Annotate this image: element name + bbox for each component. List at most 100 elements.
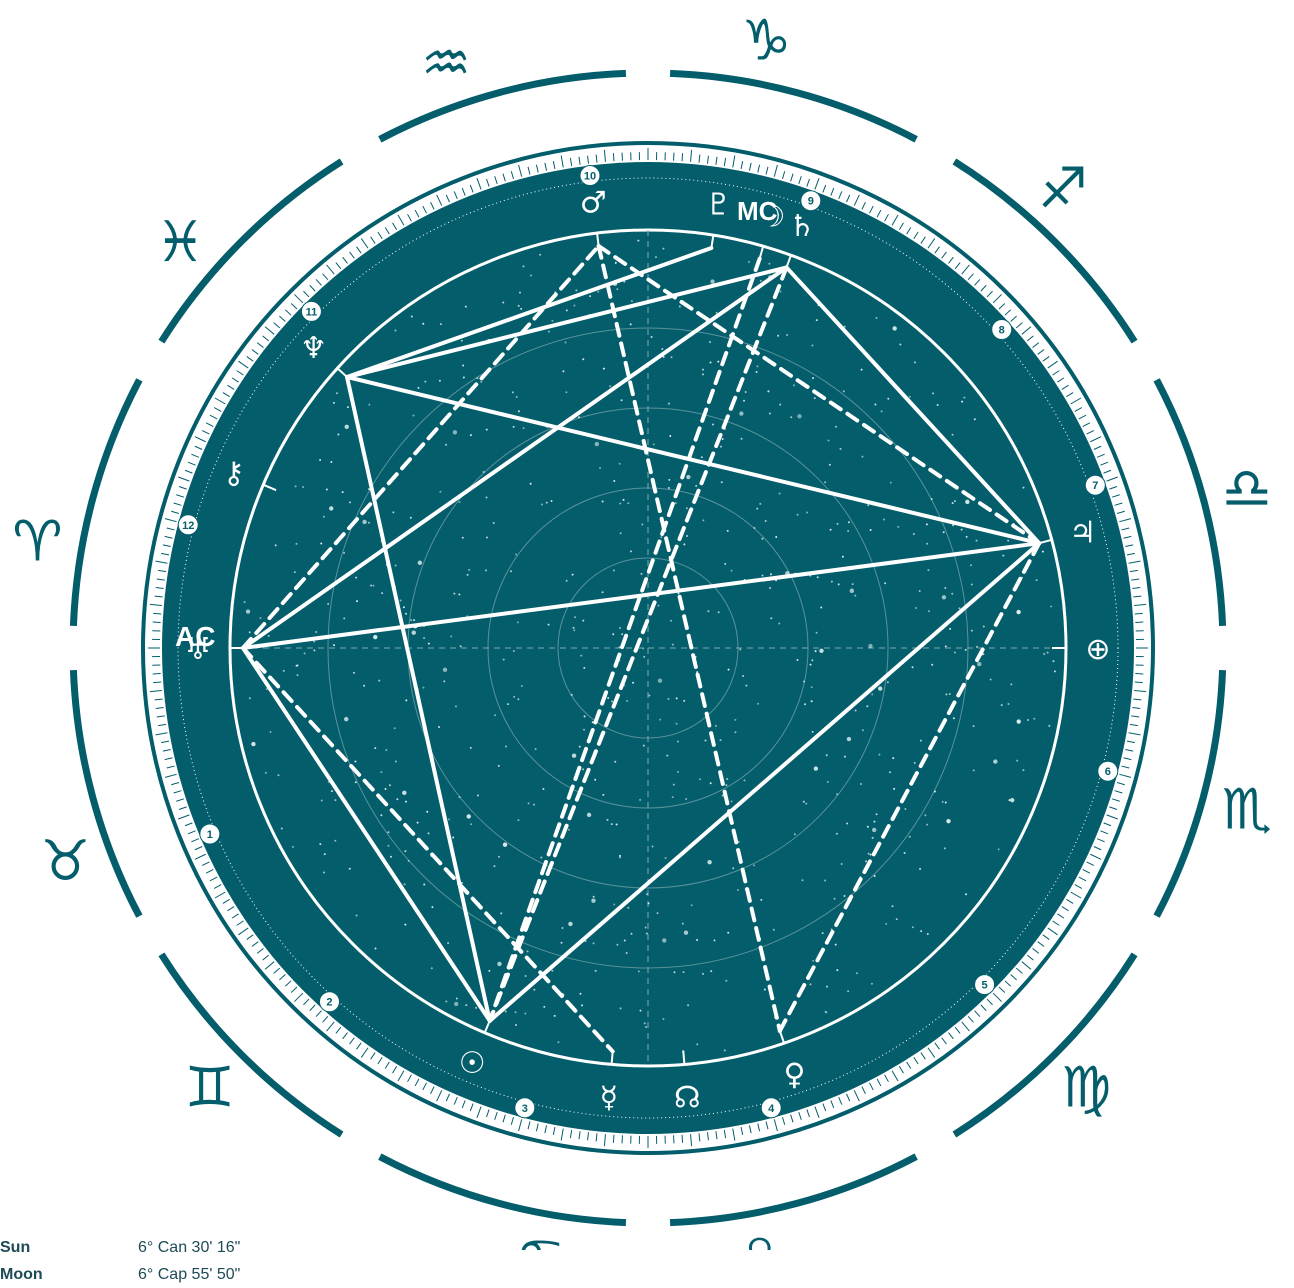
degree-tick: [1133, 699, 1141, 700]
star: [777, 335, 779, 337]
star: [945, 645, 947, 647]
star: [354, 760, 356, 762]
degree-tick: [1130, 724, 1138, 725]
star: [342, 491, 344, 493]
star: [847, 990, 849, 992]
degree-tick: [921, 1053, 925, 1060]
star: [616, 288, 618, 290]
star: [524, 1013, 526, 1015]
star: [591, 899, 595, 903]
star: [713, 939, 715, 941]
star: [803, 801, 805, 803]
star: [824, 481, 826, 483]
house-number: 8: [999, 324, 1005, 336]
degree-tick: [993, 993, 1001, 1001]
star: [387, 845, 389, 847]
star: [542, 788, 544, 790]
star: [516, 396, 518, 398]
star: [498, 765, 500, 767]
taurus-sign-icon: ♉: [40, 829, 90, 894]
star: [583, 729, 585, 731]
degree-tick: [167, 528, 175, 530]
star: [515, 553, 517, 555]
degree-tick: [1107, 815, 1118, 819]
star: [630, 323, 632, 325]
degree-tick: [195, 437, 206, 442]
star: [583, 667, 585, 669]
degree-tick: [294, 993, 302, 1001]
star: [423, 883, 425, 885]
star: [812, 960, 814, 962]
star: [535, 748, 537, 750]
star: [871, 983, 873, 985]
star: [295, 485, 297, 487]
star: [914, 762, 916, 764]
star: [797, 414, 801, 418]
degree-tick: [252, 349, 258, 354]
star: [952, 502, 954, 504]
star: [326, 489, 328, 491]
star: [831, 581, 833, 583]
star: [683, 700, 685, 702]
star: [548, 331, 550, 333]
pluto-icon: ♇: [705, 188, 732, 223]
degree-tick: [999, 303, 1005, 309]
degree-tick: [823, 185, 826, 192]
star: [412, 631, 416, 635]
degree-tick: [274, 323, 280, 328]
star: [943, 531, 945, 533]
degree-tick: [1083, 423, 1090, 427]
star: [593, 896, 595, 898]
degree-tick: [707, 156, 708, 164]
star: [428, 832, 430, 834]
degree-tick: [968, 1016, 973, 1022]
degree-tick: [1119, 519, 1131, 522]
venus-icon: ♀: [784, 1057, 806, 1092]
degree-tick: [1053, 921, 1060, 925]
degree-tick: [948, 257, 953, 263]
star: [507, 703, 509, 705]
house-number: 12: [182, 520, 194, 532]
midheaven-label: MC: [737, 196, 778, 226]
degree-tick: [561, 1129, 563, 1141]
star: [961, 529, 963, 531]
star: [779, 404, 781, 406]
star: [641, 523, 643, 525]
degree-tick: [1079, 877, 1086, 881]
degree-tick: [179, 807, 187, 810]
star: [819, 649, 823, 653]
degree-tick: [263, 336, 269, 341]
star: [404, 883, 406, 885]
star: [422, 687, 424, 689]
degree-tick: [393, 223, 397, 230]
star: [704, 739, 706, 741]
star: [602, 794, 604, 796]
star: [568, 922, 572, 926]
degree-tick: [774, 1119, 777, 1131]
degree-tick: [682, 1135, 683, 1143]
degree-tick: [227, 907, 234, 911]
degree-tick: [415, 1079, 419, 1086]
capricorn-sign-icon: ♑: [741, 8, 791, 73]
star: [337, 433, 339, 435]
star: [616, 944, 618, 946]
degree-tick: [1071, 892, 1081, 898]
star: [745, 685, 747, 687]
star: [683, 971, 685, 973]
star: [1008, 799, 1010, 801]
star: [931, 498, 933, 500]
degree-tick: [907, 1062, 911, 1069]
star: [370, 585, 372, 587]
star: [1042, 551, 1044, 553]
star: [668, 487, 670, 489]
degree-tick: [691, 1134, 692, 1146]
star: [295, 543, 297, 545]
star: [452, 837, 454, 839]
star: [658, 678, 662, 682]
star: [717, 361, 719, 363]
degree-tick: [303, 291, 309, 297]
degree-tick: [914, 1057, 918, 1064]
degree-tick: [528, 1122, 530, 1130]
star: [334, 840, 336, 842]
star: [868, 644, 872, 648]
